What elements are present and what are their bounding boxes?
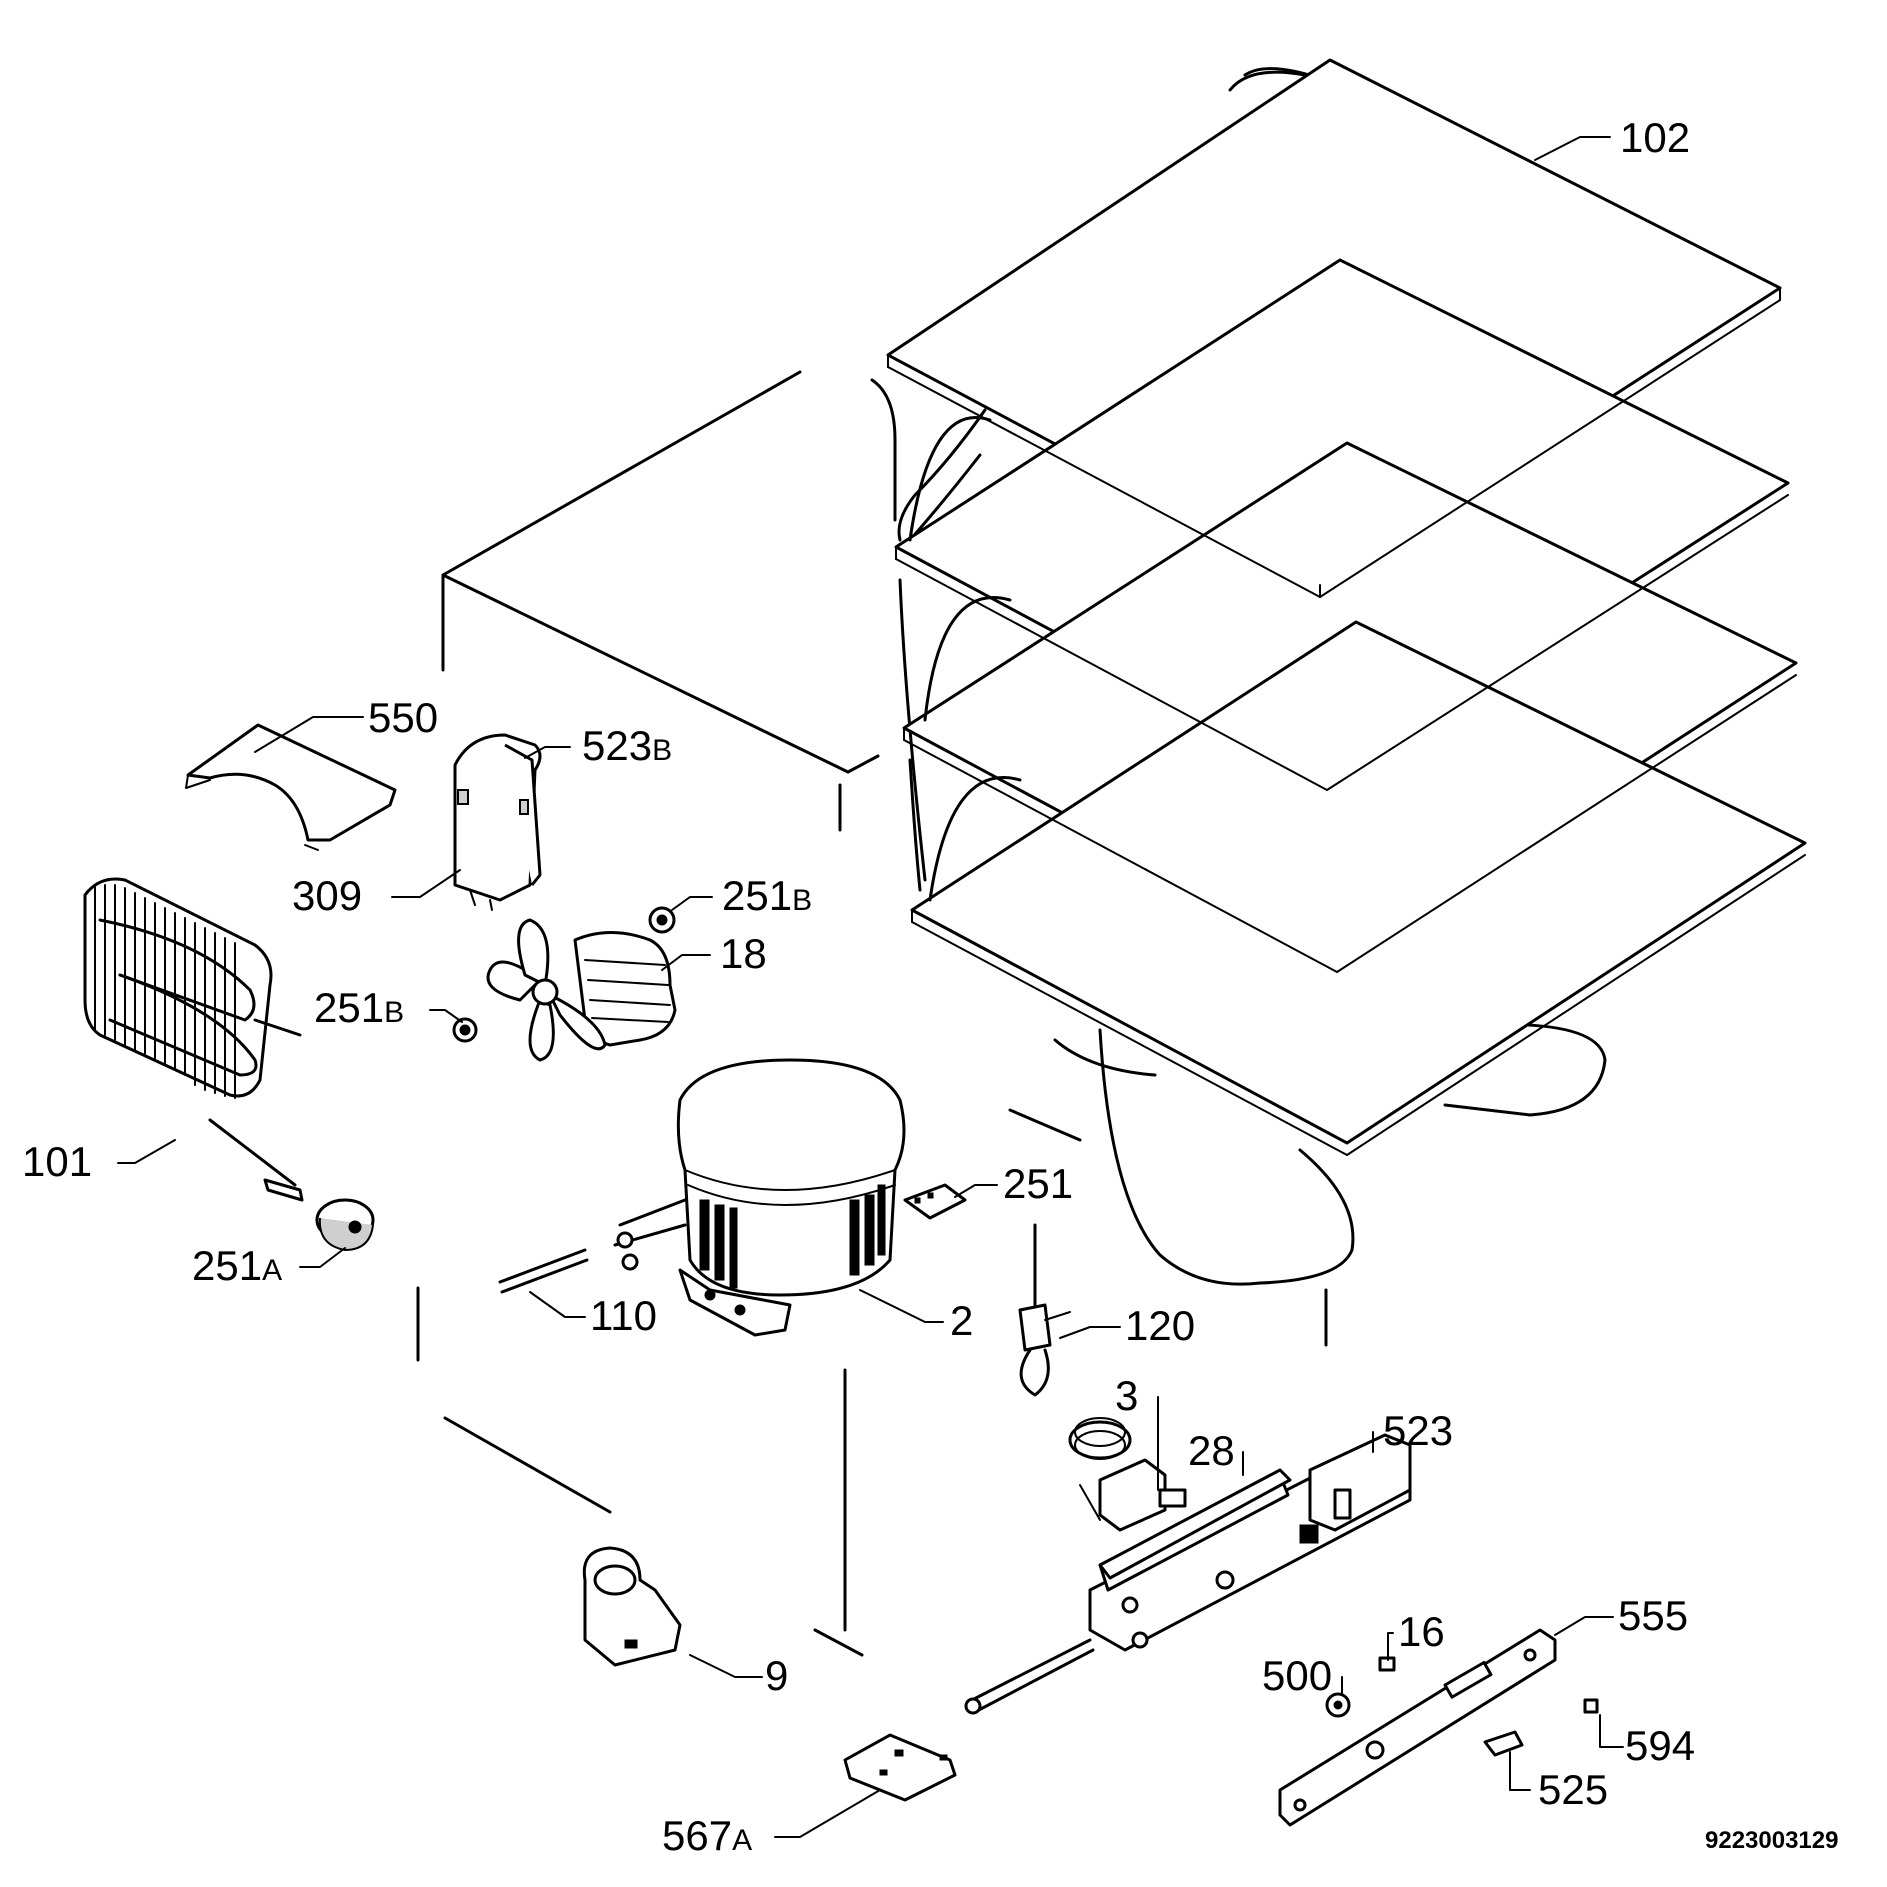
label-523b: 523B xyxy=(582,722,672,769)
label-594: 594 xyxy=(1625,1722,1695,1769)
thermostat-3 xyxy=(1068,1417,1187,1532)
label-28: 28 xyxy=(1188,1427,1235,1474)
clamp-9 xyxy=(582,1546,682,1667)
condenser-101 xyxy=(83,877,304,1202)
label-2: 2 xyxy=(950,1297,973,1344)
grommet-251b-left xyxy=(452,1017,478,1043)
switch-525 xyxy=(1483,1730,1524,1757)
label-101: 101 xyxy=(22,1138,92,1185)
label-251a: 251A xyxy=(192,1242,282,1289)
shelf-4 xyxy=(910,620,1807,1145)
cabinet-outline xyxy=(416,370,1328,1657)
label-16: 16 xyxy=(1398,1608,1445,1655)
label-3: 3 xyxy=(1115,1372,1138,1419)
label-110: 110 xyxy=(590,1292,657,1339)
compressor-2 xyxy=(613,1058,906,1337)
sensor-120 xyxy=(1018,1223,1071,1397)
button-594 xyxy=(1583,1698,1599,1714)
label-567a: 567A xyxy=(662,1812,752,1859)
label-102: 102 xyxy=(1620,114,1690,161)
leader-lines xyxy=(117,136,1624,1838)
cover-550 xyxy=(185,723,397,851)
callout-labels: 102 550 523B 309 251B 18 251B 101 251A 2… xyxy=(22,114,1695,1859)
label-550: 550 xyxy=(368,694,438,741)
grommet-251b-top xyxy=(648,906,676,934)
document-number: 9223003129 xyxy=(1705,1827,1838,1854)
clip-567a xyxy=(843,1733,957,1802)
label-120: 120 xyxy=(1125,1302,1195,1349)
relay-cover-523b xyxy=(453,733,542,911)
strip-28 xyxy=(1098,1468,1292,1580)
shelf-assembly xyxy=(886,58,1807,1286)
knob-500 xyxy=(1325,1692,1351,1718)
label-251b-left: 251B xyxy=(314,984,404,1031)
label-251b-top: 251B xyxy=(722,872,812,919)
grommet-251a xyxy=(315,1198,375,1252)
label-9: 9 xyxy=(765,1652,788,1699)
label-523: 523 xyxy=(1383,1407,1453,1454)
label-18: 18 xyxy=(720,930,767,977)
label-555: 555 xyxy=(1618,1592,1688,1639)
pipe-110 xyxy=(498,1248,589,1294)
label-309: 309 xyxy=(292,872,362,919)
connector-251 xyxy=(903,1183,967,1220)
label-251: 251 xyxy=(1003,1160,1073,1207)
rod xyxy=(964,1638,1095,1715)
label-500: 500 xyxy=(1262,1652,1332,1699)
label-525: 525 xyxy=(1538,1766,1608,1813)
fan-motor-18 xyxy=(486,918,677,1062)
control-panel-555 xyxy=(1278,1628,1557,1827)
